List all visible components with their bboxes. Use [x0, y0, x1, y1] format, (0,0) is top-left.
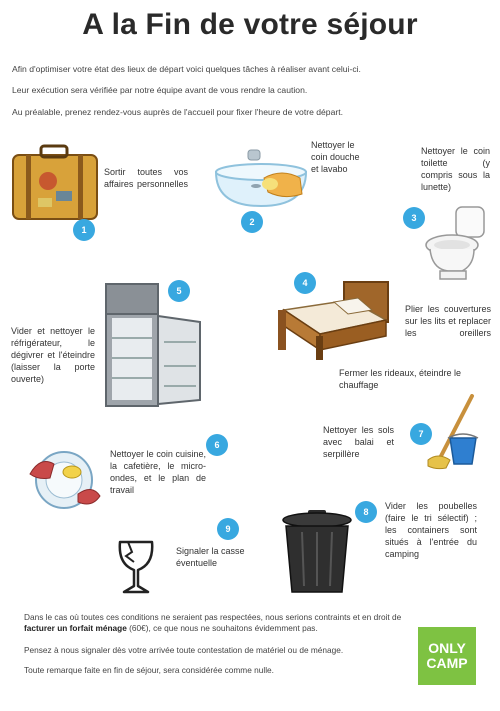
footer-warning-text-end: (60€), ce que nous ne souhaitons évidemm…: [126, 623, 318, 633]
trash-can-icon: [282, 510, 352, 593]
step-2-text: Nettoyer le coin douche et lavabo: [311, 140, 360, 174]
fridge-icon: [105, 283, 201, 407]
footer-warning-text: Dans le cas où toutes ces conditions ne …: [24, 612, 402, 622]
step-4-badge: 4: [294, 272, 316, 294]
step-8-badge: 8: [355, 501, 377, 523]
footer-line-2: Pensez à nous signaler dès votre arrivée…: [24, 645, 344, 655]
logo-line-2: CAMP: [426, 655, 468, 671]
step-2-badge: 2: [241, 211, 263, 233]
only-camp-logo: ONLY CAMP: [418, 627, 476, 685]
mop-bucket-icon: [427, 394, 479, 470]
step-4-text: Plier les couvertures sur les lits et re…: [405, 304, 491, 338]
step-9-badge: 9: [217, 518, 239, 540]
step-9-text: Signaler la casse éventuelle: [176, 546, 245, 568]
page-title: A la Fin de votre séjour: [82, 8, 418, 41]
step-7-badge: 7: [410, 423, 432, 445]
step-1-badge: 1: [73, 219, 95, 241]
bed-icon: [278, 281, 389, 360]
dish-washing-icon: [29, 451, 101, 509]
step-1-text: Sortir toutes vos affaires personnelles: [104, 167, 188, 189]
step-5-badge: 5: [168, 280, 190, 302]
intro-line-3: Au préalable, prenez rendez-vous auprès …: [12, 107, 343, 117]
sink-icon: [214, 149, 308, 208]
footer-warning-bold: facturer un forfait ménage: [24, 623, 127, 633]
step-8-text: Vider les poubelles (faire le tri sélect…: [385, 501, 477, 559]
intro-line-2: Leur exécution sera vérifiée par notre é…: [12, 85, 308, 95]
step-3-text: Nettoyer le coin toilette (y compris sou…: [421, 146, 490, 192]
logo-line-1: ONLY: [428, 640, 466, 656]
step-6-badge: 6: [206, 434, 228, 456]
broken-glass-icon: [118, 540, 154, 594]
toilet-icon: [425, 206, 485, 280]
footer-line-3: Toute remarque faite en fin de séjour, s…: [24, 665, 274, 675]
step-6-text: Nettoyer le coin cuisine, la cafetière, …: [110, 449, 206, 495]
step-5-text: Vider et nettoyer le réfrigérateur, le d…: [11, 326, 95, 384]
footer-warning: Dans le cas où toutes ces conditions ne …: [24, 612, 419, 634]
intro-line-1: Afin d'optimiser votre état des lieux de…: [12, 64, 361, 74]
suitcase-icon: [12, 144, 98, 220]
step-7-text: Nettoyer les sols avec balai et serpillè…: [323, 425, 394, 459]
step-4-text-2: Fermer les rideaux, éteindre le chauffag…: [339, 368, 462, 390]
step-3-badge: 3: [403, 207, 425, 229]
